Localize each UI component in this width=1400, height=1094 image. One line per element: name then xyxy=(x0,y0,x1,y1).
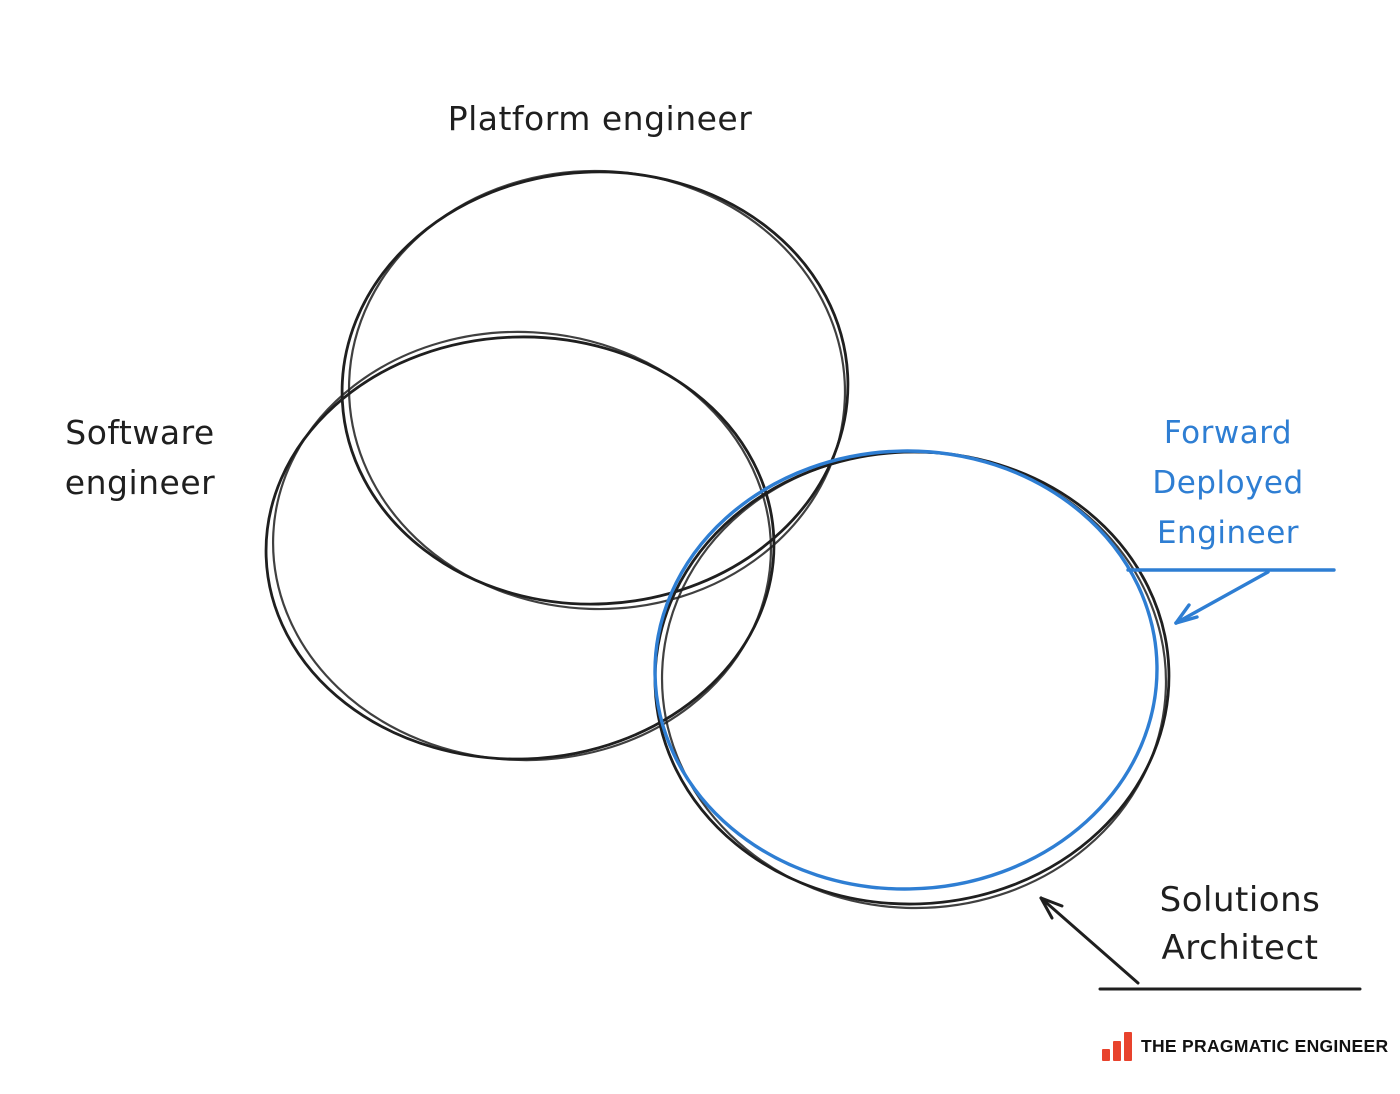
fde-label-line2: Deployed xyxy=(1152,465,1304,502)
fde-label-line3: Engineer xyxy=(1156,515,1300,552)
solutions-architect-label: Solutions Architect xyxy=(1100,876,1380,973)
software-engineer-label: Software engineer xyxy=(20,408,260,507)
solutions-pointer-arrow xyxy=(1039,896,1362,991)
forward-deployed-engineer-circle xyxy=(653,449,1159,891)
solutions-architect-circle xyxy=(653,450,1171,910)
platform-engineer-circle xyxy=(340,169,850,611)
software-label-line1: Software xyxy=(65,413,215,452)
fde-label-line1: Forward xyxy=(1163,415,1293,451)
software-engineer-circle xyxy=(264,330,776,762)
platform-engineer-label: Platform engineer xyxy=(400,94,800,144)
pragmatic-engineer-logo: THE PRAGMATIC ENGINEER xyxy=(1102,1028,1388,1064)
software-label-line2: engineer xyxy=(64,462,216,502)
solutions-label-line2: Architect xyxy=(1161,928,1319,969)
platform-engineer-label-text: Platform engineer xyxy=(447,99,753,138)
bar-chart-icon xyxy=(1102,1031,1132,1061)
brand-name: THE PRAGMATIC ENGINEER xyxy=(1141,1035,1389,1056)
solutions-label-line1: Solutions xyxy=(1159,880,1321,920)
fde-pointer-arrow xyxy=(1126,568,1336,625)
forward-deployed-engineer-label: Forward Deployed Engineer xyxy=(1108,408,1348,559)
